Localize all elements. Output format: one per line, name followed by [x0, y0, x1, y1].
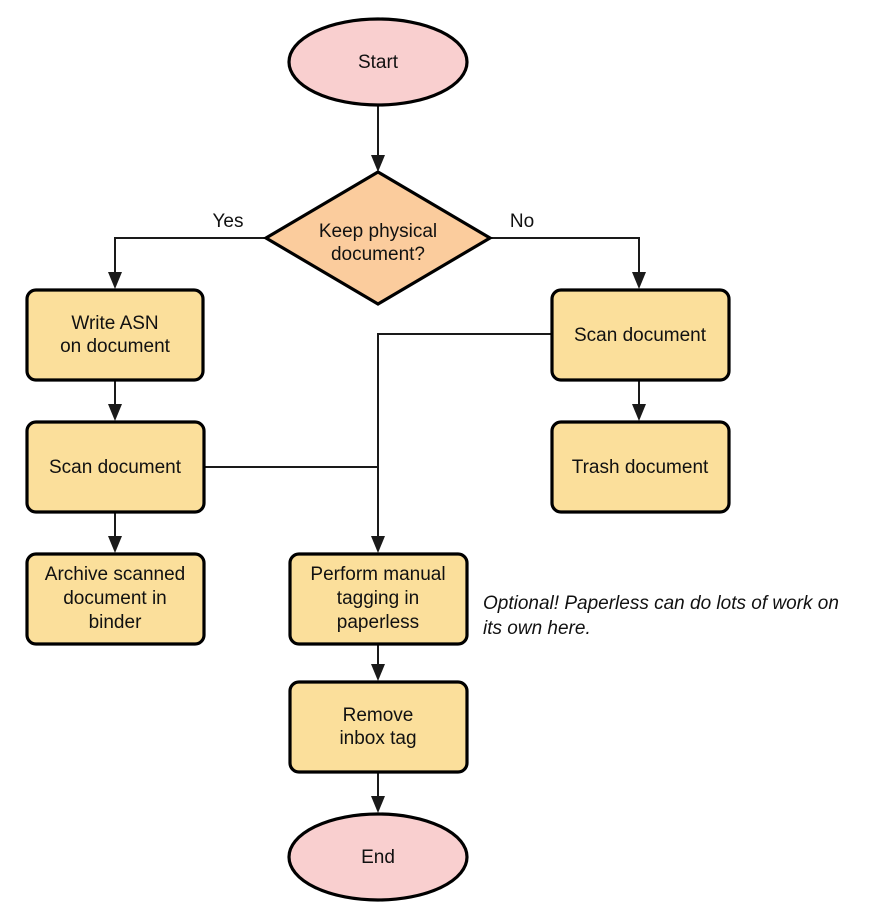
tagging-label-line3: paperless: [337, 612, 419, 633]
write-asn-label-line2: on document: [60, 336, 171, 357]
edge-scanright-to-trash: [632, 380, 646, 421]
archive-label-line3: binder: [89, 612, 142, 633]
tagging-box[interactable]: [288, 552, 469, 646]
edge-removeinbox-to-end: [371, 772, 385, 813]
remove-inbox-label-line2: inbox tag: [339, 728, 416, 749]
tagging-label-line1: Perform manual: [310, 564, 445, 585]
decision-label-line1: Keep physical: [319, 221, 437, 242]
start-ellipse[interactable]: [287, 17, 469, 107]
node-perform-manual-tagging[interactable]: Perform manual tagging in paperless: [288, 552, 469, 646]
edge-label-no: No: [510, 211, 534, 232]
node-trash-document[interactable]: Trash document: [550, 420, 731, 514]
annotation-optional-paperless: Optional! Paperless can do lots of work …: [483, 593, 839, 639]
edge-tagging-to-removeinbox: [371, 644, 385, 681]
edge-decision-yes: [108, 237, 266, 289]
write-asn-box[interactable]: [25, 288, 205, 382]
archive-label-line1: Archive scanned: [45, 564, 185, 585]
remove-inbox-tag-box[interactable]: [288, 680, 469, 774]
node-remove-inbox-tag[interactable]: Remove inbox tag: [288, 680, 469, 774]
node-decision-keep-physical-document[interactable]: Keep physical document?: [262, 170, 494, 306]
edge-writeasn-to-scanleft: [108, 380, 122, 421]
trash-document-label: Trash document: [572, 457, 709, 478]
node-write-asn-on-document[interactable]: Write ASN on document: [25, 288, 205, 382]
edge-decision-no: [490, 237, 646, 289]
edge-label-yes: Yes: [213, 211, 244, 232]
decision-diamond[interactable]: [262, 170, 494, 306]
edge-scanright-to-tagging: [371, 333, 552, 553]
scan-document-right-box[interactable]: [550, 288, 731, 382]
node-scan-document-right[interactable]: Scan document: [550, 288, 731, 382]
write-asn-label-line1: Write ASN: [71, 313, 158, 334]
end-label: End: [361, 847, 395, 868]
annotation-line1: Optional! Paperless can do lots of work …: [483, 593, 839, 614]
annotation-line2: its own here.: [483, 618, 591, 639]
scan-document-left-box[interactable]: [25, 420, 206, 514]
edge-scanleft-to-archive: [108, 512, 122, 553]
archive-box[interactable]: [25, 552, 206, 646]
node-archive-scanned-document[interactable]: Archive scanned document in binder: [25, 552, 206, 646]
node-end[interactable]: End: [287, 812, 469, 902]
scan-document-left-label: Scan document: [49, 457, 182, 478]
remove-inbox-label-line1: Remove: [343, 705, 414, 726]
decision-label-line2: document?: [331, 244, 425, 265]
node-start[interactable]: Start: [287, 17, 469, 107]
tagging-label-line2: tagging in: [337, 588, 419, 609]
end-ellipse[interactable]: [287, 812, 469, 902]
scan-document-right-label: Scan document: [574, 325, 707, 346]
node-scan-document-left[interactable]: Scan document: [25, 420, 206, 514]
trash-document-box[interactable]: [550, 420, 731, 514]
archive-label-line2: document in: [63, 588, 167, 609]
start-label: Start: [358, 52, 399, 73]
edge-start-to-decision: [371, 104, 385, 172]
